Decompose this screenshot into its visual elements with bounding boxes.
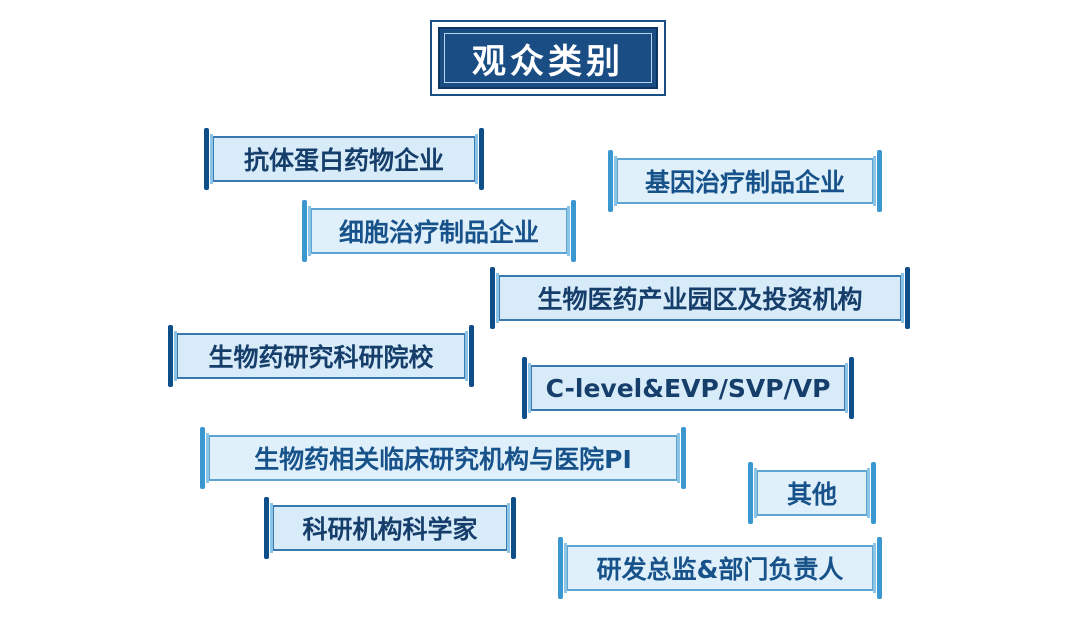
tag-rd-director: 研发总监&部门负责人 [558,537,882,599]
tag-label: 生物医药产业园区及投资机构 [537,285,863,314]
tag-biomed-park: 生物医药产业园区及投资机构 [490,267,910,329]
tag-antibody-protein: 抗体蛋白药物企业 [204,128,484,190]
tag-clinical-research: 生物药相关临床研究机构与医院PI [200,427,686,489]
tag-label: 细胞治疗制品企业 [338,218,539,247]
title-plaque: 观众类别 [430,20,666,96]
tag-label: 基因治疗制品企业 [644,168,845,197]
page-title: 观众类别 [472,41,624,82]
tag-other: 其他 [748,462,876,524]
tag-label: 抗体蛋白药物企业 [243,146,444,175]
tag-label: C-level&EVP/SVP/VP [545,373,831,403]
title-panel: 观众类别 [438,27,658,89]
tag-gene-therapy: 基因治疗制品企业 [608,150,882,212]
tag-label: 生物药相关临床研究机构与医院PI [254,445,632,474]
tag-biopharma-research: 生物药研究科研院校 [168,325,474,387]
tag-scientists: 科研机构科学家 [264,497,516,559]
tag-label: 生物药研究科研院校 [208,343,434,372]
tag-label: 研发总监&部门负责人 [596,555,844,584]
tag-cell-therapy: 细胞治疗制品企业 [302,200,576,262]
tag-label: 科研机构科学家 [302,515,478,544]
tag-c-level: C-level&EVP/SVP/VP [522,357,854,419]
tag-label: 其他 [786,480,837,509]
